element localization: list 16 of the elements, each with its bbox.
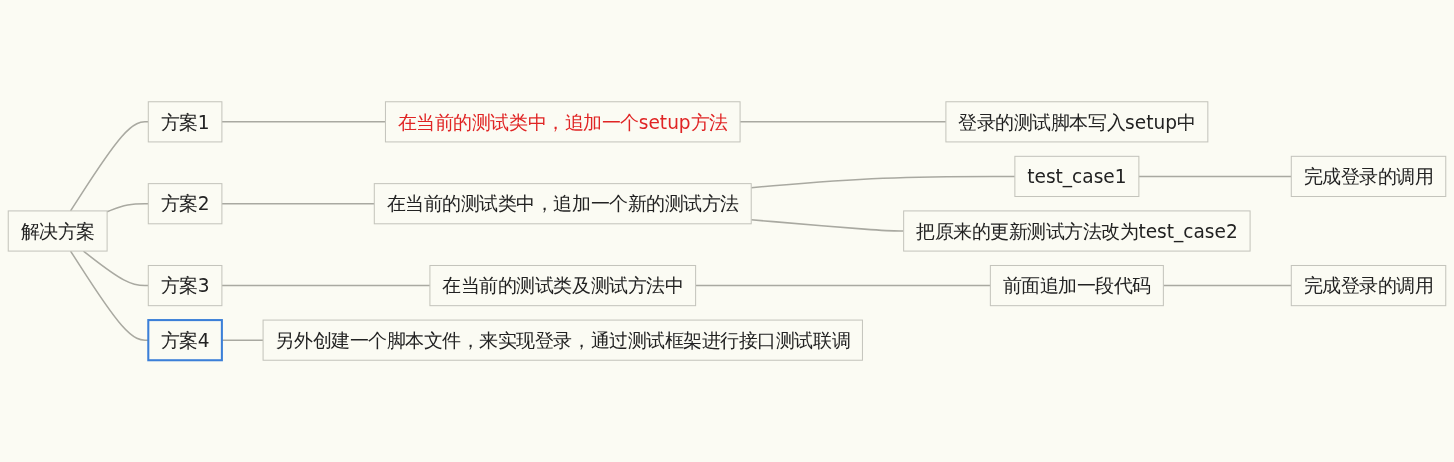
node-box: 完成登录的调用 [1290,265,1447,307]
node-box: 登录的测试脚本写入setup中 [945,101,1209,143]
node-box: 方案3 [147,265,223,307]
node-box: 在当前的测试类中，追加一个setup方法 [384,101,741,143]
node-box: 方案1 [147,101,223,143]
node-box: test_case1 [1014,155,1140,197]
node-box: 完成登录的调用 [1290,155,1447,197]
node-box: 在当前的测试类及测试方法中 [429,265,697,307]
node-box: 解决方案 [7,210,108,252]
node-box: 方案4 [147,319,223,362]
node-box: 另外创建一个脚本文件，来实现登录，通过测试框架进行接口测试联调 [262,319,863,361]
node-box: 前面追加一段代码 [989,265,1164,307]
node-box: 把原来的更新测试方法改为test_case2 [903,210,1251,252]
connector [221,339,264,341]
node-box: 方案2 [147,183,223,225]
node-box: 在当前的测试类中，追加一个新的测试方法 [373,183,752,225]
